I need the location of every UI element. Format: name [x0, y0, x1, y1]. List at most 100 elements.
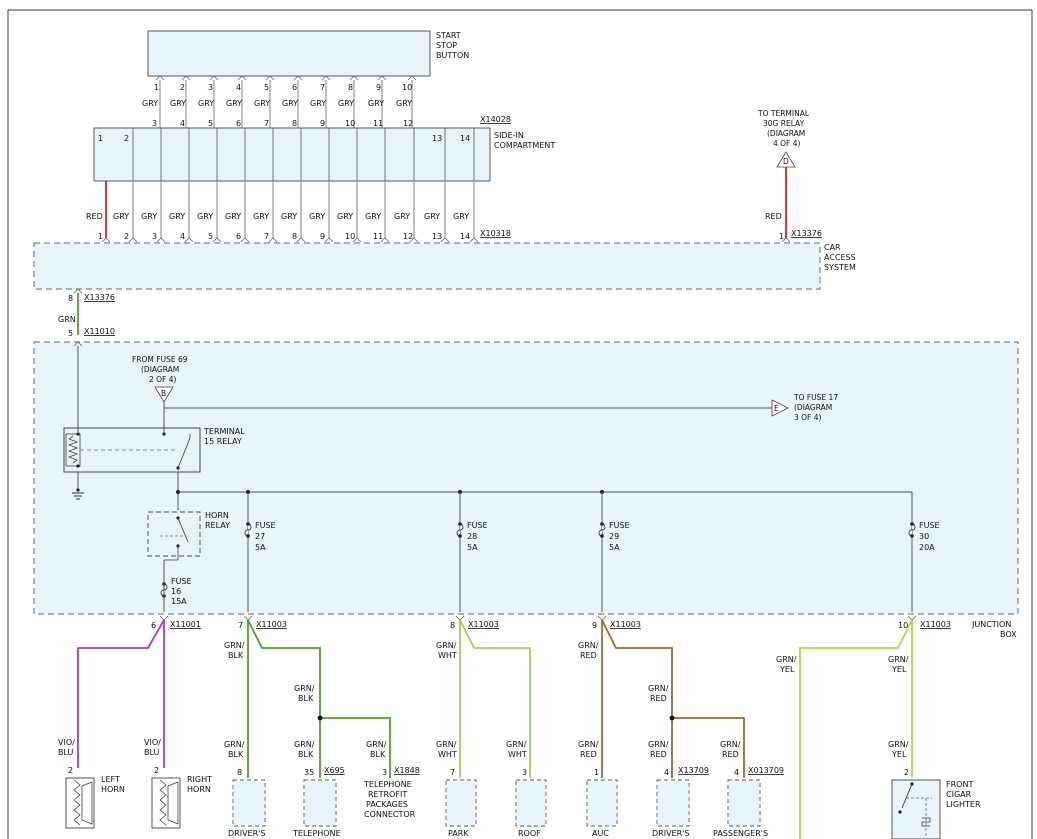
bottom-label-park: PARK: [448, 829, 469, 838]
pin-arrow: [73, 288, 83, 294]
connector-x11003-d: X11003: [920, 620, 951, 629]
fuse16-num: 16: [171, 587, 181, 596]
wire-color: RED: [580, 750, 597, 759]
wire-color: RED: [580, 651, 597, 660]
pin-num: 11: [373, 232, 383, 241]
telephone-retrofit-label-4: CONNECTOR: [364, 810, 416, 819]
ref-fuse17-line3: 3 OF 4): [794, 413, 822, 422]
wire-color: GRY: [424, 212, 440, 221]
ref-fuse69-line3: 2 OF 4): [149, 375, 177, 384]
telephone-retrofit-label-1: TELEPHONE: [363, 780, 412, 789]
wire-color: GRN/: [506, 740, 527, 749]
splice-dot: [317, 715, 323, 721]
pin-num: 13: [432, 134, 442, 143]
connector-x013709: X013709: [748, 766, 784, 775]
right-horn-label-2: HORN: [187, 785, 211, 794]
pin-num: 35: [304, 768, 314, 777]
junction-box-label-2: BOX: [1000, 630, 1017, 639]
wire-color: BLK: [228, 651, 244, 660]
pin-num: 7: [320, 83, 325, 92]
ref-fuse69-line2: (DIAGRAM: [141, 365, 179, 374]
fuse30-label: FUSE: [919, 521, 940, 530]
wire-color: GRN/: [366, 740, 387, 749]
pin-num: 8: [292, 119, 297, 128]
wire-color: WHT: [438, 750, 457, 759]
start-stop-label-1: START: [436, 31, 461, 40]
ground-icon: [72, 488, 84, 500]
pin-num: 3: [382, 768, 387, 777]
wire-color: BLU: [144, 748, 160, 757]
car-access-label-3: SYSTEM: [824, 263, 856, 272]
pin-num: 5: [264, 83, 269, 92]
car-access-label-2: ACCESS: [824, 253, 856, 262]
splice-dot: [669, 715, 675, 721]
front-cigar-label-1: FRONT: [946, 780, 973, 789]
cas-pin-numbers: 1 2 3 4 5 6 7 8 9 10 11 12 13 14: [98, 232, 470, 241]
side-in-upper-pin-numbers: 3 4 5 6 7 8 9 10 11 12: [152, 119, 413, 128]
ref-d-letter: D: [783, 157, 789, 166]
pin-num: 3: [152, 232, 157, 241]
car-access-system-box: [33, 242, 821, 290]
pin-num: 3: [208, 83, 213, 92]
wire-color: GRN/: [224, 740, 245, 749]
wire-color: GRY: [282, 99, 298, 108]
pin-num: 12: [403, 232, 413, 241]
wire-color: GRY: [169, 212, 185, 221]
pin-arrow: [73, 341, 83, 347]
bottom-label-telephone: TELEPHONE: [292, 829, 341, 838]
wires-grn-wht: [459, 619, 531, 778]
wire-color: RED: [722, 750, 739, 759]
pin-num: 14: [460, 232, 470, 241]
side-in-compartment-box: [93, 127, 491, 182]
wire-color: BLK: [298, 694, 314, 703]
wires-grn-red: [601, 619, 745, 778]
connector-x11010: X11010: [84, 327, 115, 336]
pin-num: 3: [152, 119, 157, 128]
pin-num: 9: [320, 119, 325, 128]
wire-color: BLK: [228, 750, 244, 759]
wire-color: GRN/: [294, 684, 315, 693]
pin-num: 1: [98, 134, 103, 143]
terminal15-label-1: TERMINAL: [203, 427, 245, 436]
connector-x11003-b: X11003: [468, 620, 499, 629]
connector-x13376-b: X13376: [84, 293, 115, 302]
wire-color: GRN/: [578, 641, 599, 650]
terminal15-label-2: 15 RELAY: [204, 437, 242, 446]
wire-color: GRY: [453, 212, 469, 221]
pin-num: 9: [592, 621, 597, 630]
bottom-label-drivers: DRIVER'S: [228, 829, 265, 838]
fuse28-label: FUSE: [467, 521, 488, 530]
ref-30g-line2: 30G RELAY: [763, 119, 805, 128]
pin-num: 12: [403, 119, 413, 128]
pin-num: 10: [898, 621, 908, 630]
wire-color: GRY: [281, 212, 297, 221]
pin-num: 4: [180, 232, 185, 241]
junction-box: [33, 341, 1019, 615]
pin-num: 9: [320, 232, 325, 241]
left-horn-icon: [65, 777, 95, 829]
wire-color: GRY: [198, 99, 214, 108]
ref-fuse17-line1: TO FUSE 17: [793, 393, 838, 402]
pin-num: 7: [238, 621, 243, 630]
pin-num: 6: [151, 621, 156, 630]
pin-num: 7: [264, 119, 269, 128]
pin-num: 11: [373, 119, 383, 128]
wire-color: GRN/: [720, 740, 741, 749]
fuse16-label: FUSE: [171, 577, 192, 586]
bottom-label-passengers: PASSENGER'S: [713, 829, 768, 838]
pin-num: 2: [124, 134, 129, 143]
start-stop-label-3: BUTTON: [436, 51, 469, 60]
wire-color: YEL: [891, 750, 907, 759]
front-cigar-label-2: CIGAR: [946, 790, 972, 799]
start-stop-label-2: STOP: [436, 41, 457, 50]
wire-color: RED: [650, 750, 667, 759]
connector-x13709: X13709: [678, 766, 709, 775]
pin-num: 2: [904, 768, 909, 777]
pin-num: 4: [664, 768, 669, 777]
ref-b-letter: B: [161, 389, 166, 398]
wire-color: RED: [86, 212, 103, 221]
wire-color: GRN: [58, 315, 76, 324]
wire-color: GRN/: [578, 740, 599, 749]
wire-color: GRY: [142, 99, 158, 108]
